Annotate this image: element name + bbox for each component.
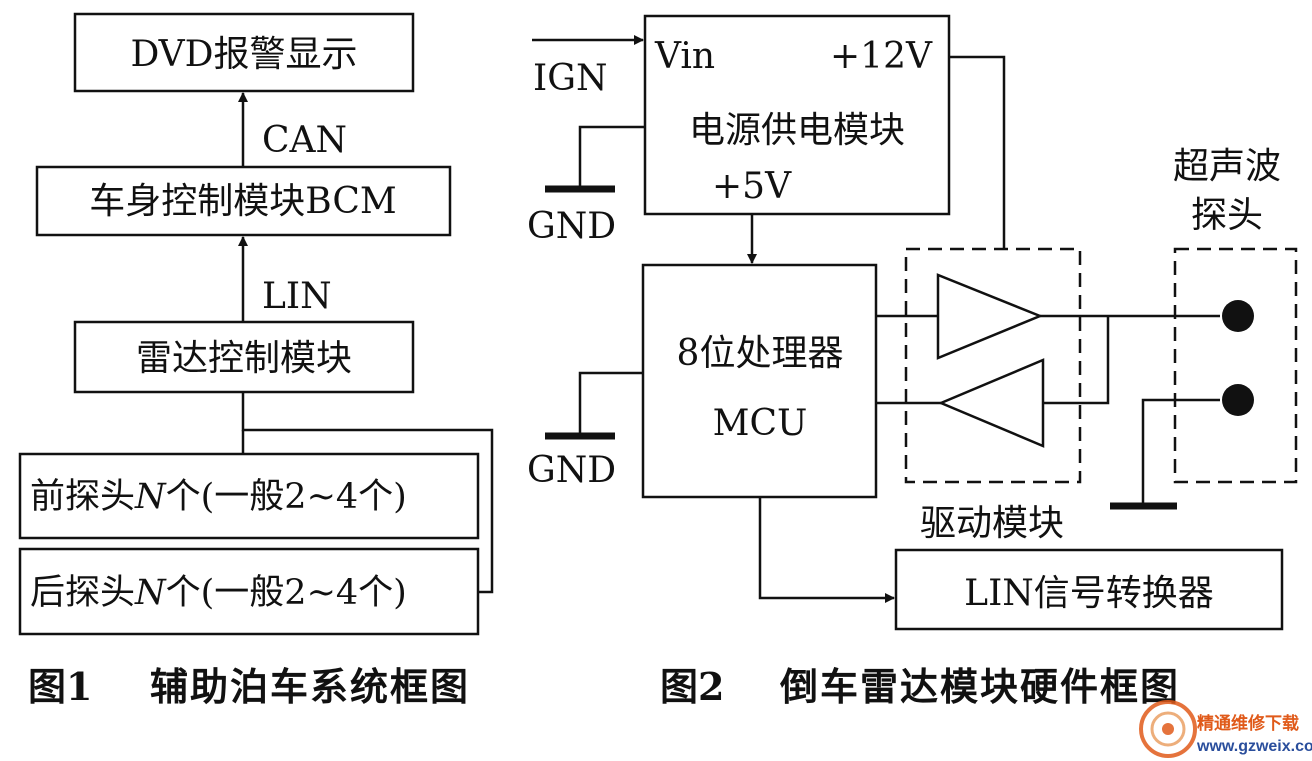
rx-feedback-line [1043, 316, 1110, 405]
figure2-caption-title: 倒车雷达模块硬件框图 [779, 664, 1180, 709]
probe-gnd-line [1141, 398, 1220, 506]
v12-line [949, 55, 1006, 249]
rear-probe-label: 后探头N个(一般2~4个) [30, 573, 407, 613]
watermark-site-url: www.gzweix.com [1196, 738, 1312, 755]
power-module-box [643, 14, 951, 216]
tx-amplifier-icon [936, 273, 1044, 360]
rear-probe-suffix: 个(一般2~4个) [166, 573, 407, 613]
gnd-label-mcu: GND [527, 450, 616, 491]
watermark: 精通维修下载 www.gzweix.com [1139, 700, 1312, 758]
driver-module-box [904, 247, 1082, 484]
figure1 [18, 12, 494, 636]
v5-label: +5V [712, 166, 792, 207]
gnd-label-power: GND [527, 206, 616, 247]
ultrasonic-terminal-top [1222, 300, 1254, 332]
gnd-line-mcu [578, 371, 643, 436]
driver-module-label: 驱动模块 [920, 503, 1064, 544]
can-label: CAN [262, 120, 347, 161]
vin-label: Vin [654, 36, 715, 77]
front-probe-box [18, 452, 480, 540]
watermark-site-name: 精通维修下载 [1197, 713, 1299, 733]
probe-bus-line [241, 392, 494, 594]
ultrasonic-terminal-bottom [1222, 384, 1254, 416]
radar-control-label: 雷达控制模块 [136, 338, 352, 379]
front-probe-n: N [134, 477, 167, 517]
ultrasonic-label-line1: 超声波 [1173, 146, 1281, 187]
power-module-label: 电源供电模块 [689, 110, 905, 151]
front-probe-suffix: 个(一般2~4个) [166, 477, 407, 517]
lin-label: LIN [262, 276, 332, 317]
figure2 [532, 14, 1298, 631]
ign-label: IGN [533, 58, 607, 99]
ultrasonic-label-line2: 探头 [1191, 195, 1263, 236]
gnd-line-power [578, 125, 645, 189]
front-probe-prefix: 前探头 [30, 477, 135, 517]
rx-amplifier-icon [937, 358, 1045, 448]
v12-label: +12V [830, 36, 933, 77]
mcu-label-line2: MCU [713, 403, 808, 444]
watermark-logo-icon [1139, 700, 1197, 758]
mcu-box [641, 263, 878, 499]
dvd-display-box [73, 12, 415, 93]
figure1-caption-title: 辅助泊车系统框图 [150, 664, 470, 709]
ultrasonic-probe-box [1173, 247, 1298, 484]
rear-probe-prefix: 后探头 [30, 573, 135, 613]
lin-converter-box [894, 548, 1284, 631]
mcu-to-lin-arrow [758, 497, 895, 603]
figure1-caption-number: 图1 [28, 664, 92, 709]
front-probe-label: 前探头N个(一般2~4个) [30, 477, 407, 517]
mcu-label-line1: 8位处理器 [677, 333, 844, 374]
figure2-caption-number: 图2 [660, 664, 724, 709]
dvd-display-label: DVD报警显示 [130, 34, 357, 75]
lin-converter-label: LIN信号转换器 [964, 573, 1214, 614]
bcm-label: 车身控制模块BCM [89, 181, 397, 222]
rear-probe-n: N [134, 573, 167, 613]
